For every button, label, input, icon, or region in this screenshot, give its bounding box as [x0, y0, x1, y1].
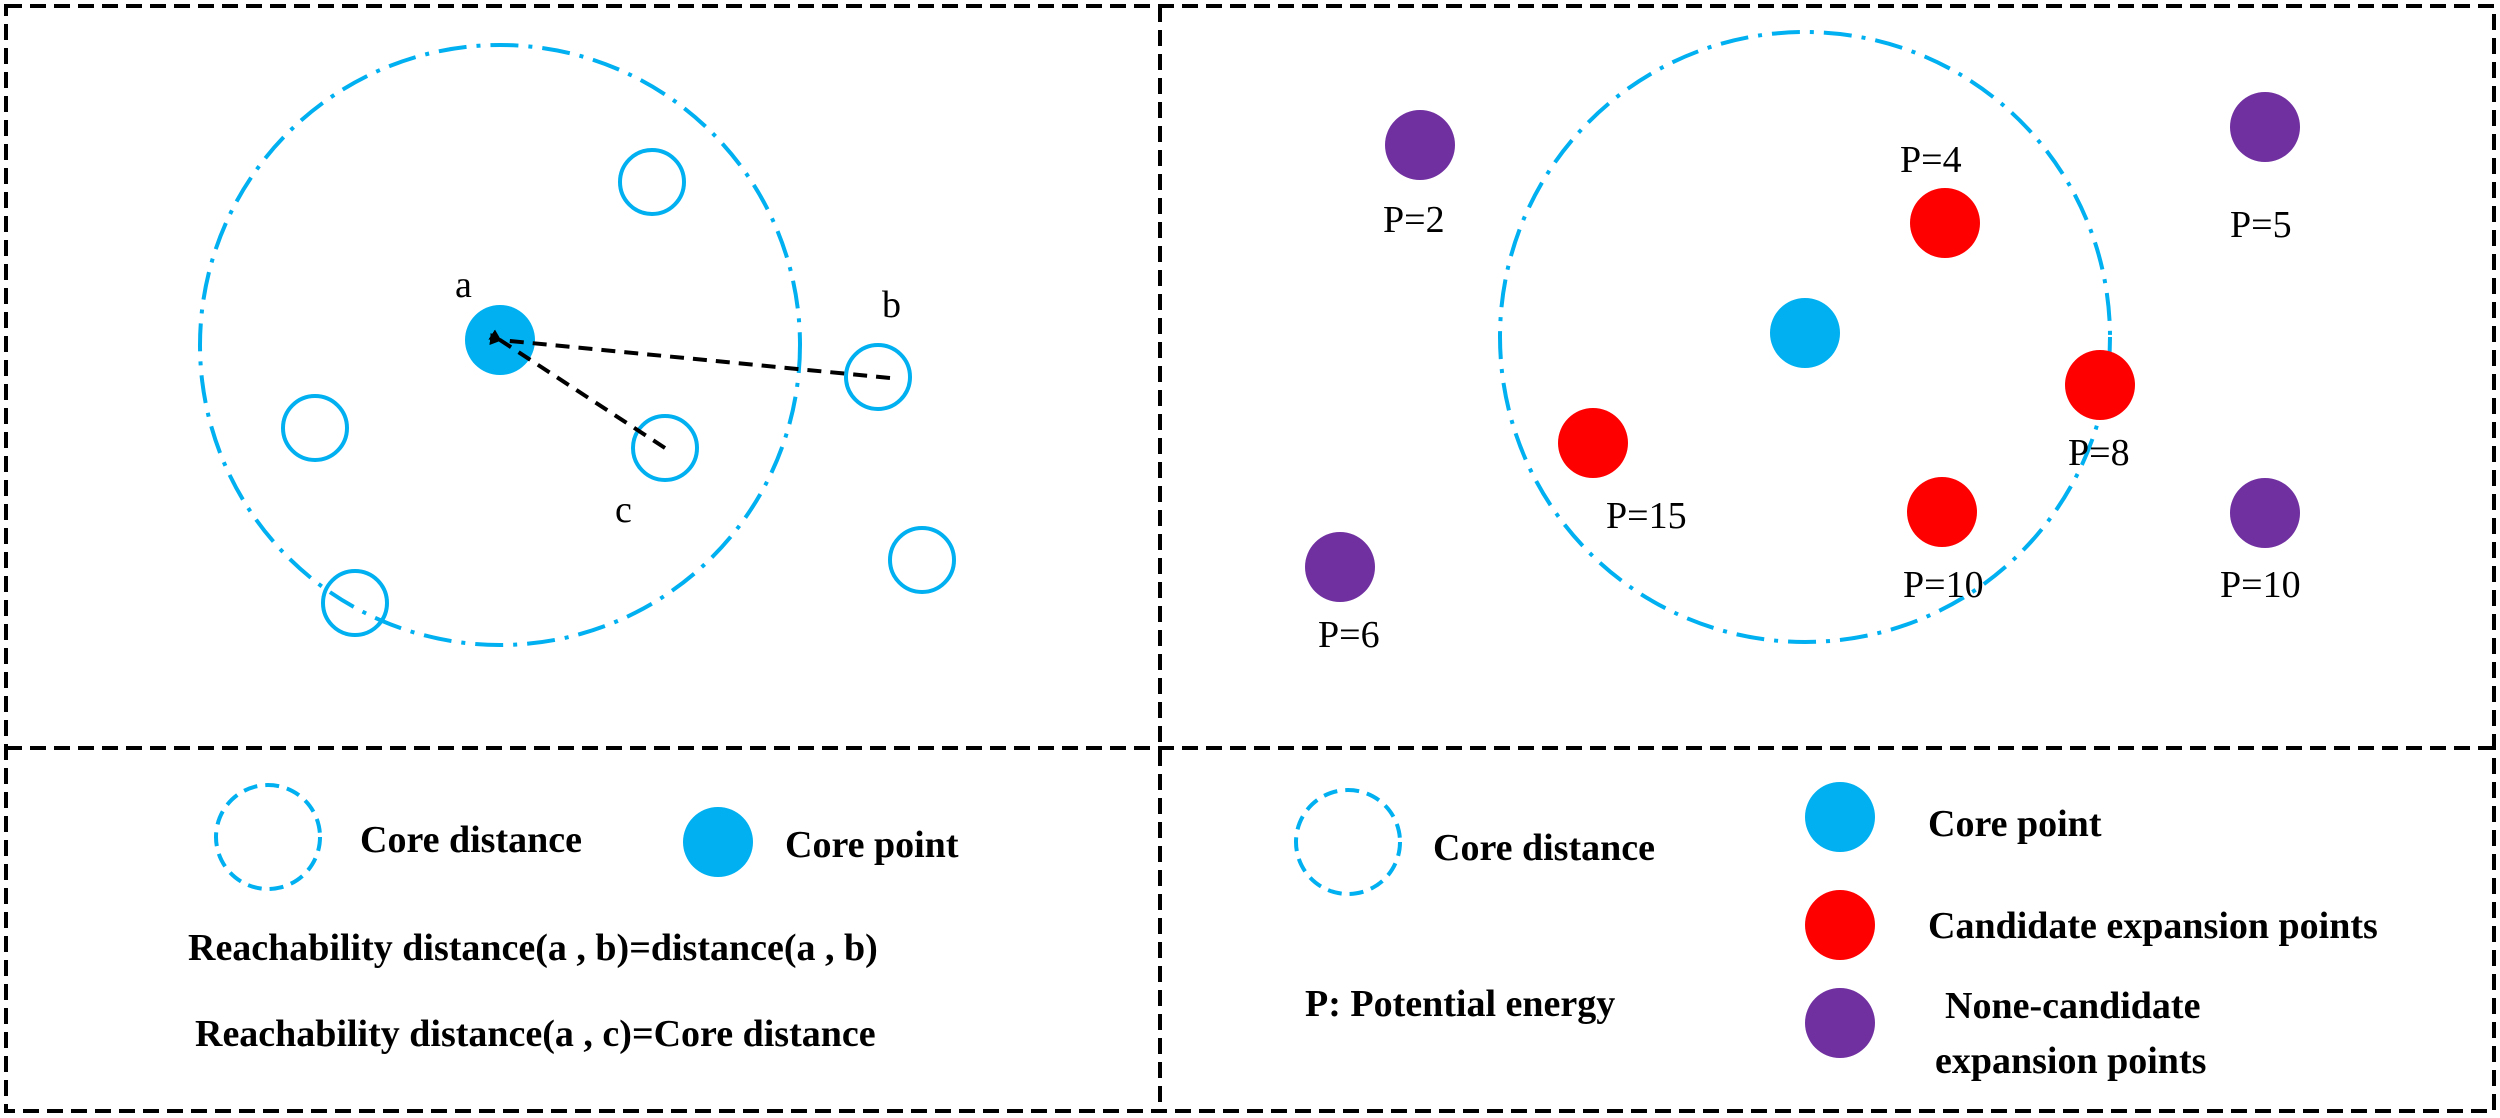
legend-potential-energy: P: Potential energy	[1305, 983, 1615, 1025]
label-p10-outer: P=10	[2220, 564, 2301, 606]
non-candidate-point	[1385, 110, 1455, 180]
label-p4: P=4	[1900, 139, 1962, 181]
legend-reachability-ac: Reachability distance(a , c)=Core distan…	[195, 1013, 876, 1055]
legend-non-candidate-label-2: expansion points	[1935, 1040, 2206, 1082]
legend-candidate-icon	[1805, 890, 1875, 960]
left-diagram: a b c	[198, 43, 956, 647]
label-p2: P=2	[1383, 199, 1445, 241]
point-hollow	[321, 569, 389, 637]
legend-left: Core distance Core point Reachability di…	[188, 783, 959, 1055]
candidate-point	[2065, 350, 2135, 420]
candidate-point	[1907, 477, 1977, 547]
panel-frame	[4, 4, 2496, 1113]
non-candidate-point	[1305, 532, 1375, 602]
non-candidate-point	[2230, 478, 2300, 548]
arrow-c-to-a	[488, 329, 667, 450]
legend-reachability-ab: Reachability distance(a , b)=distance(a …	[188, 927, 878, 969]
legend-core-point-icon	[683, 807, 753, 877]
point-hollow	[281, 394, 349, 462]
point-b	[844, 343, 912, 411]
core-distance-circle	[198, 43, 802, 647]
label-p15: P=15	[1606, 495, 1687, 537]
legend-core-distance-label: Core distance	[1433, 827, 1655, 869]
legend-core-distance-icon	[1294, 788, 1402, 896]
outer-border	[4, 4, 2496, 1113]
legend-core-point-label: Core point	[1928, 803, 2102, 845]
legend-non-candidate-icon	[1805, 988, 1875, 1058]
legend-right: Core distance P: Potential energy Core p…	[1294, 782, 2378, 1082]
core-distance-circle	[1498, 30, 2112, 644]
legend-non-candidate-label-1: None-candidate	[1945, 985, 2200, 1027]
core-point	[1770, 298, 1840, 368]
label-p5: P=5	[2230, 204, 2292, 246]
legend-candidate-label: Candidate expansion points	[1928, 905, 2378, 947]
arrow-b-to-a	[489, 333, 891, 380]
legend-core-distance-icon	[214, 783, 322, 891]
right-diagram: P=2 P=5 P=4 P=8 P=15 P=10 P=10 P=6	[1305, 30, 2301, 656]
point-c	[631, 414, 699, 482]
label-p10-inner: P=10	[1903, 564, 1984, 606]
candidate-point	[1910, 188, 1980, 258]
non-candidate-point	[2230, 92, 2300, 162]
label-c: c	[615, 489, 632, 531]
point-hollow	[888, 526, 956, 594]
point-hollow	[618, 148, 686, 216]
legend-core-distance-label: Core distance	[360, 819, 582, 861]
candidate-point	[1558, 408, 1628, 478]
label-p8: P=8	[2068, 432, 2130, 474]
label-b: b	[882, 284, 901, 326]
legend-core-point-label: Core point	[785, 824, 959, 866]
legend-core-point-icon	[1805, 782, 1875, 852]
label-a: a	[455, 264, 472, 306]
label-p6: P=6	[1318, 614, 1380, 656]
